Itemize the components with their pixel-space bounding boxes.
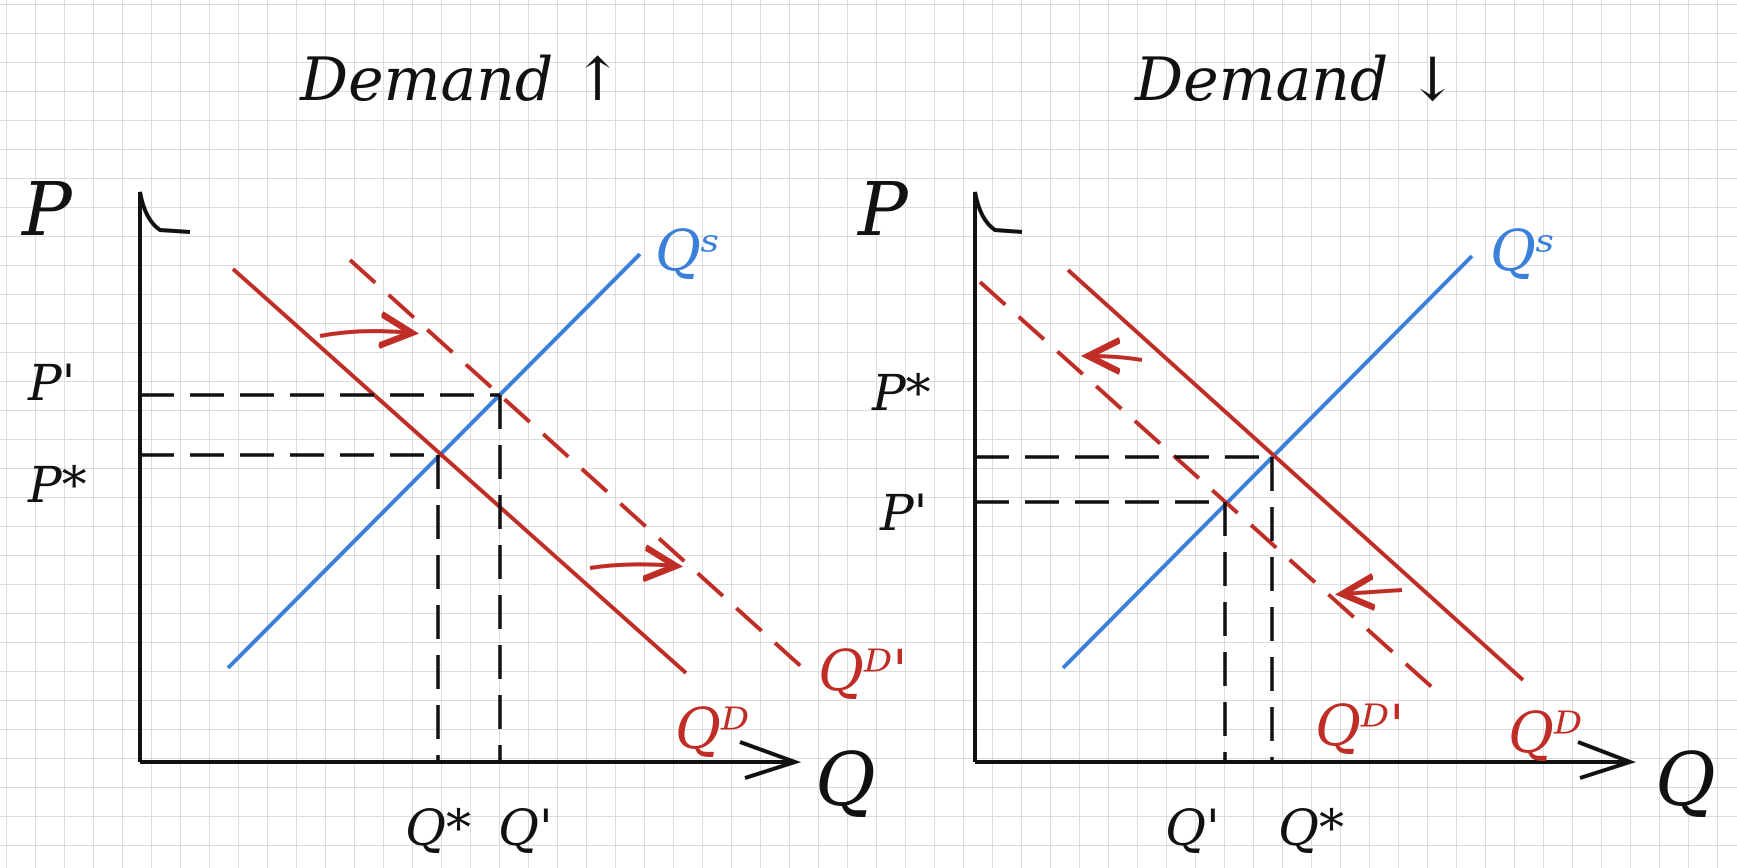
x-axis-label: Q [1655, 737, 1716, 823]
y-axis [973, 191, 1023, 762]
x-axis-arrowhead [1577, 740, 1637, 780]
demand-label: Qᴰ [675, 697, 749, 762]
shifted-demand-label: Qᴰ' [1315, 694, 1405, 759]
price-label-upper: P* [871, 364, 931, 422]
quantity-label-right: Q* [1278, 799, 1344, 857]
price-label-lower: P* [27, 456, 87, 514]
supply-curve [226, 252, 642, 670]
panel-demand-increase: Demand ↑ P Q Qˢ Qᴰ Qᴰ' P' P* Q* Q' [20, 45, 908, 857]
quantity-label-left: Q' [1165, 799, 1220, 857]
supply-label: Qˢ [1490, 219, 1555, 284]
supply-label: Qˢ [655, 219, 720, 284]
panel-demand-decrease: Demand ↓ P Q Qˢ Qᴰ Qᴰ' P* P' Q' Q* [856, 45, 1716, 857]
shift-left-arrow [1342, 590, 1403, 594]
quantity-label-right: Q' [498, 799, 553, 857]
x-axis-label: Q [815, 737, 876, 823]
demand-curve [231, 267, 688, 675]
price-label-lower: P' [879, 484, 927, 542]
shifted-demand-label: Qᴰ' [818, 639, 908, 704]
demand-curve [1066, 268, 1525, 682]
supply-curve [1061, 254, 1474, 670]
y-axis [138, 191, 191, 762]
price-label-upper: P' [27, 354, 75, 412]
quantity-label-left: Q* [405, 799, 471, 857]
shifted-demand-curve [978, 280, 1437, 692]
shifted-demand-curve [348, 258, 807, 672]
y-axis-label: P [856, 167, 909, 253]
shift-left-arrow [1088, 356, 1143, 360]
shift-right-arrow [319, 331, 412, 336]
shift-right-arrow [589, 564, 676, 568]
panel-title: Demand ↓ [1134, 45, 1458, 115]
demand-label: Qᴰ [1508, 701, 1582, 766]
panel-title: Demand ↑ [299, 45, 623, 115]
y-axis-label: P [20, 167, 73, 253]
x-axis-arrowhead [739, 740, 802, 780]
